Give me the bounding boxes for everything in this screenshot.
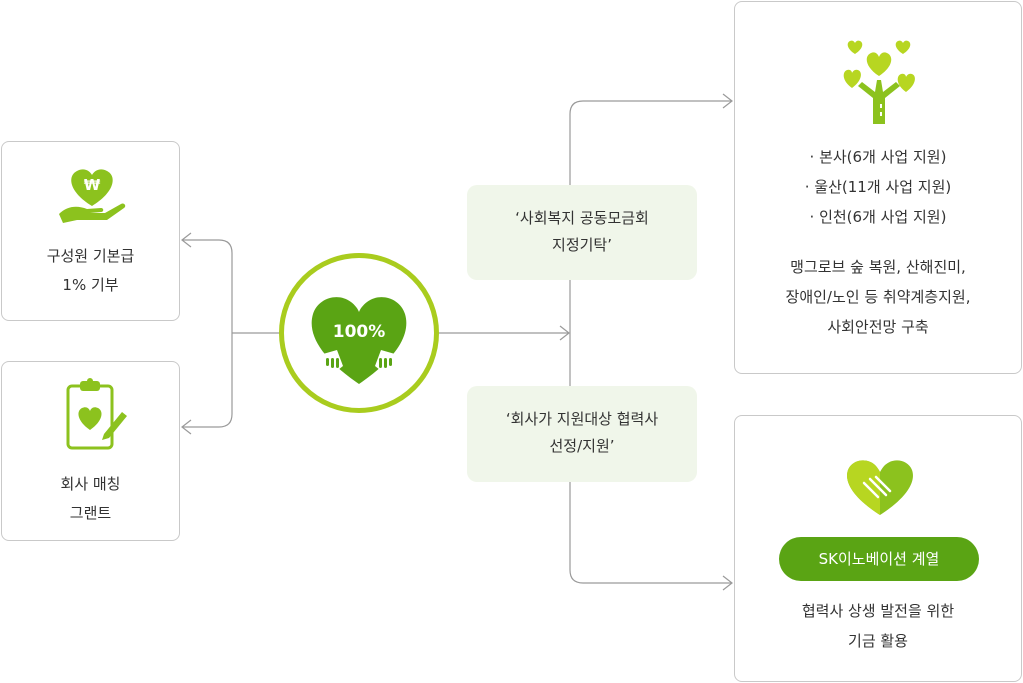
heart-hands-icon <box>311 297 407 384</box>
right-bottom-box: SK이노베이션 계열 협력사 상생 발전을 위한 기금 활용 <box>734 415 1022 682</box>
right-bottom-desc-2: 기금 활용 <box>848 632 908 650</box>
match-box-line1: 회사 매칭 <box>60 475 121 493</box>
arrow-to-match-box <box>183 333 233 428</box>
center-percent-label: 100% <box>332 322 386 342</box>
arrowhead-middle <box>559 325 570 341</box>
arrow-to-right-top <box>569 100 731 115</box>
arrowhead-match <box>181 419 192 435</box>
heart-tree-icon <box>843 40 915 124</box>
salary-donation-box: ₩ 구성원 기본급 1% 기부 <box>1 141 180 321</box>
center-circle: 100% <box>279 253 439 413</box>
right-top-desc-1: 맹그로브 숲 복원, 산해진미, <box>790 258 966 276</box>
middle-bottom-line2: 선정/지원’ <box>549 437 615 455</box>
arrow-to-salary-box <box>183 239 233 333</box>
middle-top-line2: 지정기탁’ <box>552 236 612 254</box>
right-top-desc-2: 장애인/노인 등 취약계층지원, <box>785 288 971 306</box>
arrowhead-salary <box>181 232 192 248</box>
handshake-heart-icon <box>847 460 913 515</box>
svg-text:₩: ₩ <box>84 176 101 194</box>
middle-bottom-box: ‘회사가 지원대상 협력사 선정/지원’ <box>467 386 697 482</box>
right-top-bullet-2: · 울산(11개 사업 지원) <box>804 178 952 196</box>
right-top-box: · 본사(6개 사업 지원) · 울산(11개 사업 지원) · 인천(6개 사… <box>734 1 1022 374</box>
right-top-bullet-3: · 인천(6개 사업 지원) <box>809 208 947 226</box>
arrowhead-right-bottom <box>722 575 733 591</box>
hand-heart-won-icon: ₩ <box>59 169 126 223</box>
arrowhead-right-top <box>722 93 733 109</box>
arrow-to-right-bottom <box>569 482 731 584</box>
sk-innovation-affiliates-pill: SK이노베이션 계열 <box>779 537 979 581</box>
middle-top-line1: ‘사회복지 공동모금회 <box>515 209 649 227</box>
right-top-desc-3: 사회안전망 구축 <box>827 318 929 336</box>
match-box-line2: 그랜트 <box>69 504 112 522</box>
middle-bottom-line1: ‘회사가 지원대상 협력사 <box>505 410 659 428</box>
right-bottom-desc-1: 협력사 상생 발전을 위한 <box>801 602 955 620</box>
right-top-bullet-1: · 본사(6개 사업 지원) <box>809 148 947 166</box>
salary-box-line1: 구성원 기본급 <box>46 247 135 265</box>
company-match-box: 회사 매칭 그랜트 <box>1 361 180 541</box>
middle-top-box: ‘사회복지 공동모금회 지정기탁’ <box>467 185 697 280</box>
salary-box-line2: 1% 기부 <box>62 276 119 294</box>
clipboard-heart-pen-icon <box>66 378 127 450</box>
